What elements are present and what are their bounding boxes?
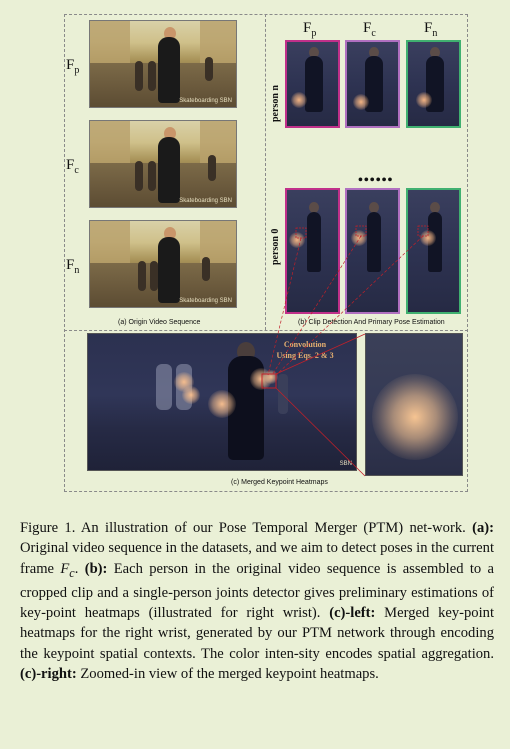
crop-body xyxy=(365,56,383,112)
callout-box xyxy=(261,373,277,389)
video-frame-p: Skateboarding SBN xyxy=(89,20,237,108)
skater-bg xyxy=(150,261,158,291)
heatmap-glow xyxy=(289,232,305,248)
merge-connector xyxy=(274,235,424,377)
zoom-connector xyxy=(275,387,366,477)
heatmap-glow xyxy=(182,386,200,404)
heatmap-glow xyxy=(420,230,436,246)
building xyxy=(200,221,236,263)
crop-head xyxy=(369,202,379,213)
heatmap-glow xyxy=(416,92,432,108)
caption-c-left-text: Merged key-point heatmaps for the right … xyxy=(20,605,495,662)
watermark: SBN xyxy=(339,461,352,467)
skater-bg xyxy=(135,61,143,91)
skater-bg xyxy=(138,261,146,291)
convolution-line-2: Using Eqs. 2 & 3 xyxy=(276,351,334,360)
skater-bg xyxy=(135,161,143,191)
bg-figure xyxy=(156,364,172,410)
crop-person-n-fc xyxy=(345,40,400,128)
crop-head xyxy=(309,202,319,213)
caption-prefix: Figure 1. An illustration of our Pose Te… xyxy=(20,520,466,536)
figure-frame xyxy=(64,14,468,492)
ellipsis-dots: •••••• xyxy=(358,173,394,188)
skater-head xyxy=(164,27,176,40)
subcaption-b: (b) Clip Detection And Primary Pose Esti… xyxy=(298,319,445,326)
callout-box xyxy=(295,227,307,239)
heatmap-glow xyxy=(353,94,369,110)
skater-bg xyxy=(148,61,156,91)
col-label-fp: Fp xyxy=(303,20,317,39)
bg-skater xyxy=(278,374,288,414)
caption-a-text: Original video sequence in the datasets,… xyxy=(20,540,494,577)
watermark: Skateboarding SBN xyxy=(179,98,232,104)
col-label-fc: Fc xyxy=(363,20,376,39)
row-label-fn: Fn xyxy=(66,257,80,276)
video-frame-n: Skateboarding SBN xyxy=(89,220,237,308)
crop-person-0-fp xyxy=(285,188,340,314)
merge-connector xyxy=(271,235,362,376)
skater-bg xyxy=(205,57,213,81)
skater-main xyxy=(158,137,180,203)
merge-connector xyxy=(267,237,302,376)
caption-c-right-text: Zoomed-in view of the merged keypoint he… xyxy=(80,665,379,682)
crop-head xyxy=(309,47,319,58)
subcaption-a: (a) Origin Video Sequence xyxy=(118,319,201,326)
col-label-fn: Fn xyxy=(424,20,438,39)
crop-person-n-fn xyxy=(406,40,461,128)
callout-box xyxy=(417,225,429,237)
callout-box xyxy=(355,225,367,237)
building xyxy=(200,21,236,63)
crop-head xyxy=(430,47,440,58)
crop-body xyxy=(428,212,442,272)
row-label-fc: Fc xyxy=(66,157,79,176)
building xyxy=(90,21,130,63)
crop-person-0-fn xyxy=(406,188,461,314)
caption-a-var-sub: c xyxy=(69,565,75,580)
skater-head xyxy=(164,127,176,140)
merged-heatmap-image: SBN xyxy=(87,333,357,471)
watermark: Skateboarding SBN xyxy=(179,298,232,304)
heatmap-glow xyxy=(351,230,367,246)
skater-bg xyxy=(208,155,216,181)
skater-bg xyxy=(148,161,156,191)
building xyxy=(90,221,130,263)
convolution-line-1: Convolution xyxy=(283,340,327,349)
figure-caption: Figure 1. An illustration of our Pose Te… xyxy=(20,518,494,684)
crop-head xyxy=(430,202,440,213)
caption-a-var: F xyxy=(60,560,70,577)
building xyxy=(200,121,236,163)
crop-body xyxy=(305,56,323,112)
crop-head xyxy=(369,47,379,58)
building xyxy=(90,121,130,163)
heatmap-glow xyxy=(291,92,307,108)
zoomed-heatmap xyxy=(365,333,463,476)
caption-b-text: Each person in the original video sequen… xyxy=(20,560,494,622)
video-frame-c: Skateboarding SBN xyxy=(89,120,237,208)
watermark: Skateboarding SBN xyxy=(179,198,232,204)
skater-main xyxy=(158,237,180,303)
crop-body xyxy=(367,212,381,272)
caption-a-end: . xyxy=(74,560,79,577)
heatmap-glow xyxy=(208,390,236,418)
crop-body xyxy=(307,212,321,272)
convolution-label: Convolution Using Eqs. 2 & 3 xyxy=(250,339,360,361)
row-label-fp: Fp xyxy=(66,57,80,76)
skater-bg xyxy=(202,257,210,281)
figure-divider-vertical xyxy=(265,14,266,330)
caption-c-left-label: (c)-left: xyxy=(329,605,376,622)
skater-head xyxy=(164,227,176,240)
figure-divider-horizontal xyxy=(64,330,468,331)
crop-person-n-fp xyxy=(285,40,340,128)
heatmap-glow xyxy=(372,374,458,460)
caption-c-right-label: (c)-right: xyxy=(20,665,77,682)
caption-b-label: (b): xyxy=(84,560,108,577)
caption-a-label: (a): xyxy=(472,520,494,536)
crop-person-0-fc xyxy=(345,188,400,314)
skater-main xyxy=(158,37,180,103)
subcaption-c: (c) Merged Keypoint Heatmaps xyxy=(231,479,328,486)
zoom-connector xyxy=(275,333,366,375)
